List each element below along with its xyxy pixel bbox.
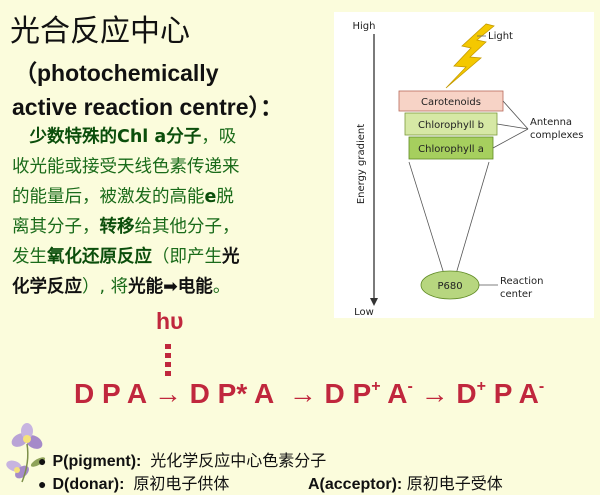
reaction-center-label-line2: center (500, 289, 533, 300)
antenna-leader-2 (496, 123, 529, 130)
definition-d-desc: 原初电子供体 (133, 476, 230, 493)
antenna-leader-3 (492, 128, 529, 149)
chlorophyll-a-label: Chlorophyll a (418, 144, 484, 155)
chain-state-4: D+ P A- (456, 378, 545, 409)
desc-emph-redox: 氧化还原反应 (47, 247, 152, 267)
energy-diagram: High Low Energy gradient Light Carotenoi… (334, 12, 594, 318)
desc-text: 脱 (216, 187, 234, 207)
desc-text: 离其分子， (12, 217, 100, 237)
definition-p: ● P(pigment): 光化学反应中心色素分子 (38, 447, 326, 471)
chain-arrow-3: → (420, 378, 449, 409)
definition-a-term: A(acceptor): (308, 476, 403, 493)
axis-energy-gradient-label: Energy gradient (356, 124, 367, 204)
energy-diagram-svg: High Low Energy gradient Light Carotenoi… (353, 21, 584, 318)
page-title: 光合反应中心 (10, 14, 190, 49)
carotenoids-label: Carotenoids (421, 97, 481, 108)
desc-emph-photochem: 化学反应 (12, 277, 82, 297)
chain-state-2: D P* A (189, 378, 274, 409)
desc-emph-photo: 光 (222, 247, 240, 267)
definition-a-desc: 原初电子受体 (406, 476, 503, 493)
energy-axis-arrowhead (370, 298, 378, 306)
funnel-right-line (455, 161, 490, 275)
desc-emph-electron: e (204, 187, 217, 207)
english-title-line2: active reaction centre）： (12, 94, 284, 120)
flower-decoration-icon (6, 423, 46, 483)
definition-p-desc: 光化学反应中心色素分子 (150, 453, 327, 470)
desc-text: 收光能或接受天线色素传递来 (12, 157, 240, 177)
desc-text: ）, 将 (82, 277, 129, 297)
desc-text: （即产生 (152, 247, 222, 267)
chain-state-1: D P A (74, 378, 147, 409)
lightning-icon (445, 23, 495, 89)
desc-emph-chl: 少数特殊的Chl a分子 (29, 127, 202, 147)
light-label: Light (488, 31, 513, 42)
p680-label: P680 (437, 281, 462, 292)
description-paragraph: 少数特殊的Chl a分子，吸 收光能或接受天线色素传递来 的能量后，被激发的高能… (12, 122, 312, 302)
desc-text: 。 (212, 277, 231, 297)
bullet-icon: ● (38, 453, 47, 469)
desc-emph-energy: 光能➡电能 (128, 277, 213, 297)
reaction-center-label-line1: Reaction (500, 276, 543, 287)
hv-label: hυ (156, 308, 184, 334)
electron-transfer-chain: D P A → D P* A → D P+ A- → D+ P A- (74, 378, 544, 410)
funnel-left-line (408, 161, 445, 275)
dotted-arrow (165, 344, 171, 376)
chain-state-3: D P+ A- (324, 378, 413, 409)
chain-arrow-2: → (288, 378, 317, 409)
antenna-leader-1 (502, 100, 529, 130)
english-title-line1: （photochemically (14, 60, 219, 86)
antenna-label-line1: Antenna (530, 117, 572, 128)
definition-d: ● D(donar): 原初电子供体 (38, 470, 229, 494)
axis-low-label: Low (354, 307, 374, 318)
desc-text: 的能量后，被激发的高能 (12, 187, 205, 207)
definition-d-term: D(donar): (52, 476, 125, 493)
chlorophyll-b-label: Chlorophyll b (418, 120, 484, 131)
antenna-label-line2: complexes (530, 130, 583, 141)
definition-a: A(acceptor): 原初电子受体 (308, 470, 503, 494)
bullet-icon: ● (38, 476, 47, 492)
desc-emph-transfer: 转移 (99, 217, 135, 237)
desc-text: ，吸 (201, 127, 237, 147)
chain-arrow-1: → (153, 378, 182, 409)
definition-p-term: P(pigment): (52, 453, 142, 470)
desc-text: 发生 (12, 247, 47, 267)
axis-high-label: High (353, 21, 376, 32)
desc-text: 给其他分子， (134, 217, 240, 237)
